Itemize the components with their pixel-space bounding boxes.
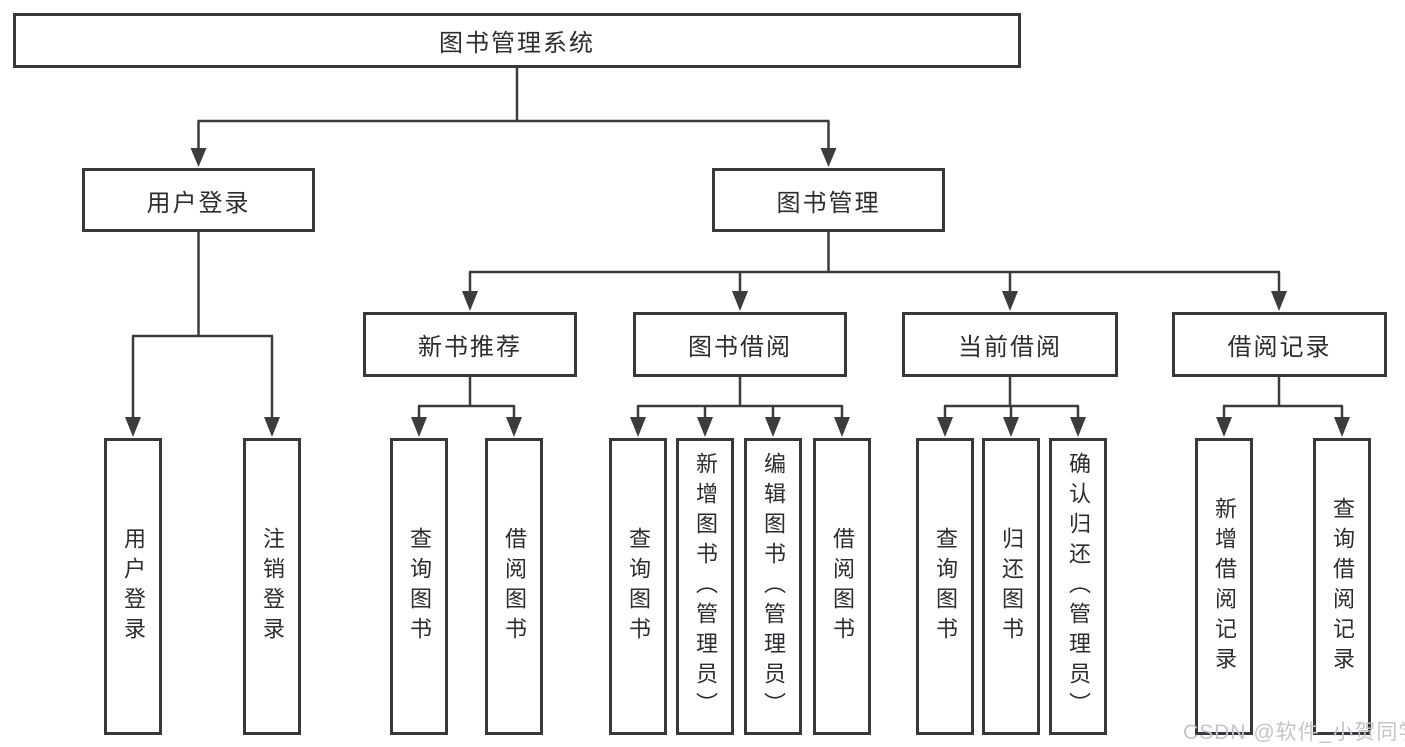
leaf-confirm-return-admin: 确认归还（管理员） [1049, 438, 1107, 735]
connector-newbook-to-leaves [411, 377, 522, 437]
node-borrow-records: 借阅记录 [1172, 312, 1387, 377]
leaf-query-books-borrow: 查询图书 [609, 438, 667, 735]
leaf-query-books-recommend: 查询图书 [390, 438, 448, 735]
connector-root-to-level2 [190, 68, 837, 167]
arrowhead-icon [732, 291, 748, 311]
arrowhead-icon [264, 417, 280, 437]
leaf-return-book: 归还图书 [982, 438, 1040, 735]
node-book-borrow: 图书借阅 [633, 312, 847, 377]
leaf-borrow-books-borrow: 借阅图书 [813, 438, 871, 735]
arrowhead-icon [1003, 417, 1019, 437]
leaf-add-book-admin: 新增图书（管理员） [676, 438, 734, 735]
arrowhead-icon [1334, 417, 1350, 437]
arrowhead-icon [697, 417, 713, 437]
arrowhead-icon [190, 148, 207, 167]
arrowhead-icon [411, 417, 427, 437]
connector-records-to-leaves [1216, 377, 1350, 437]
arrowhead-icon [1070, 417, 1086, 437]
arrowhead-icon [630, 417, 646, 437]
arrowhead-icon [834, 417, 850, 437]
watermark-text: CSDN @软件_小贺同学 [1183, 721, 1405, 744]
leaf-user-login: 用户登录 [104, 438, 162, 735]
connector-bookborrow-to-leaves [630, 377, 850, 437]
arrowhead-icon [506, 417, 522, 437]
leaf-edit-book-admin: 编辑图书（管理员） [744, 438, 802, 735]
leaf-logout: 注销登录 [243, 438, 301, 735]
connector-currentborrow-to-leaves [937, 377, 1086, 437]
arrowhead-icon [1216, 417, 1232, 437]
arrowhead-icon [462, 291, 478, 311]
arrowhead-icon [1002, 291, 1018, 311]
node-system-root: 图书管理系统 [13, 13, 1021, 68]
leaf-add-borrow-record: 新增借阅记录 [1195, 438, 1253, 735]
arrowhead-icon [765, 417, 781, 437]
node-new-book-recommend: 新书推荐 [363, 312, 577, 377]
connector-userlogin-to-leaves [125, 232, 280, 437]
arrowhead-icon [937, 417, 953, 437]
arrowhead-icon [820, 148, 837, 167]
node-current-borrow: 当前借阅 [902, 312, 1118, 377]
leaf-query-borrow-record: 查询借阅记录 [1313, 438, 1371, 735]
leaf-query-books-current: 查询图书 [916, 438, 974, 735]
arrowhead-icon [1271, 291, 1287, 311]
arrowhead-icon [125, 417, 141, 437]
leaf-borrow-books-recommend: 借阅图书 [485, 438, 543, 735]
connector-bookmgmt-to-level3 [462, 232, 1287, 311]
node-user-login: 用户登录 [82, 168, 315, 232]
node-book-management: 图书管理 [712, 168, 945, 232]
